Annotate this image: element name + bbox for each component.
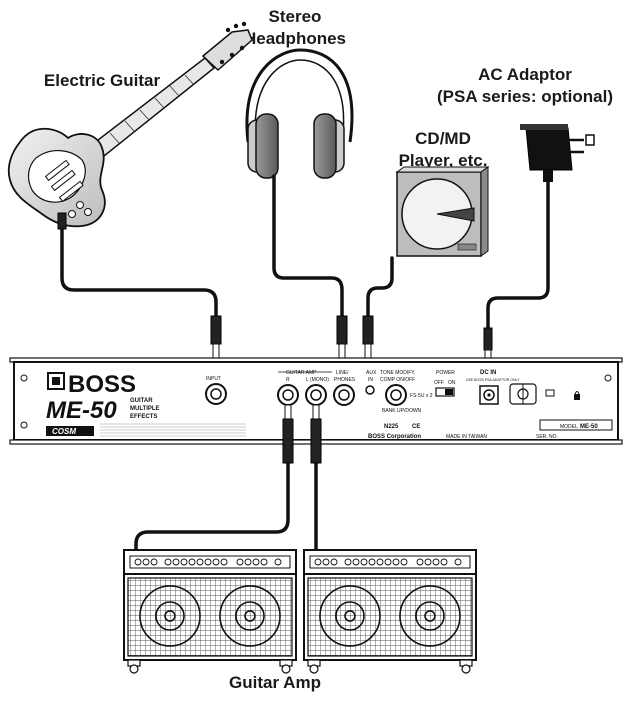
dc-in-label: DC IN [480, 370, 496, 376]
jack-l-mono-label: L (MONO) [306, 377, 329, 383]
ac-adaptor [520, 124, 594, 182]
cd-md-player [397, 167, 488, 256]
input-jack-label: INPUT [206, 376, 221, 382]
jack-r-label: R [286, 377, 290, 383]
tone-modify-label-2: COMP ON/OFF [380, 377, 415, 383]
made-in-text: MADE IN TAIWAN [446, 434, 487, 440]
cosm-logo: COSM [52, 427, 76, 436]
power-on-label: ON [448, 380, 456, 386]
guitar-amp-jack-label: GUITAR AMP [286, 370, 317, 376]
model-plate-value: ME-50 [580, 424, 598, 430]
line-phones-label-1: LINE/ [336, 370, 349, 376]
subtitle-multiple: MULTIPLE [130, 406, 160, 412]
subtitle-guitar: GUITAR [130, 398, 153, 404]
guitar-amp-right [304, 550, 476, 673]
line-phones-label-2: PHONES [334, 377, 356, 383]
electric-guitar [9, 22, 252, 229]
ce-mark: CE [412, 424, 420, 430]
corporation-text: BOSS Corporation [368, 434, 421, 440]
brand-logo: BOSS [68, 371, 136, 398]
power-label: POWER [436, 370, 455, 376]
model-logo: ME-50 [46, 397, 117, 424]
serial-label: SER. NO. [536, 434, 558, 440]
model-plate-label: MODEL [560, 424, 578, 430]
aux-in-label-2: IN [368, 377, 373, 383]
fs-note: FS-5U x 2 [410, 393, 433, 399]
n225-mark: N225 [384, 424, 399, 430]
bank-label: BANK UP/DOWN [382, 408, 422, 414]
tone-modify-label-1: TONE MODIFY, [380, 370, 415, 376]
upper-plugs [211, 316, 492, 360]
guitar-amp-left [124, 550, 296, 673]
subtitle-effects: EFFECTS [130, 414, 157, 420]
stereo-headphones [247, 50, 352, 178]
lower-cables [136, 460, 316, 552]
aux-in-label-1: AUX [366, 370, 377, 376]
power-off-label: OFF [434, 380, 444, 386]
dc-note: USE BOSS PSA ADAPTOR ONLY [466, 378, 520, 382]
